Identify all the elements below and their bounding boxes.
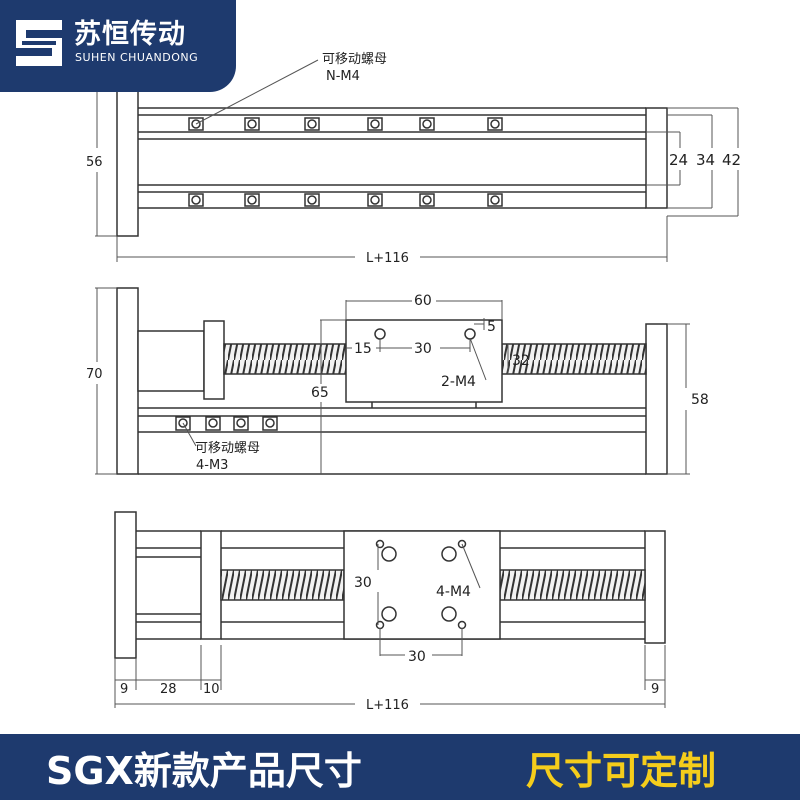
bottom-carriage	[343, 530, 501, 640]
suhen-logo-icon	[16, 20, 62, 66]
top-nut-label: 可移动螺母	[322, 52, 387, 67]
brand-name-en: SUHEN CHUANDONG	[75, 51, 199, 64]
side-dim-30: 30	[414, 341, 432, 357]
top-dim-length: L+116	[366, 251, 409, 266]
top-dim-34: 34	[696, 151, 715, 169]
top-dim-42: 42	[722, 151, 741, 169]
top-nut-spec: N-M4	[326, 69, 360, 84]
bottom-dim-length: L+116	[366, 698, 409, 713]
top-view	[116, 89, 668, 237]
side-view	[116, 287, 668, 475]
bottom-dim-30-vertical: 30	[354, 575, 372, 591]
side-dim-5: 5	[487, 319, 496, 335]
footer-custom-size: 尺寸可定制	[526, 749, 717, 793]
top-dim-56: 56	[86, 155, 103, 170]
side-lead-screw-right	[501, 343, 647, 375]
top-view-dimensions	[95, 59, 739, 262]
side-nut-label: 可移动螺母	[195, 441, 260, 456]
bottom-dim-30-horizontal: 30	[408, 649, 426, 665]
side-nuts	[175, 416, 278, 431]
bottom-view-dimensions	[114, 543, 666, 708]
brand-name-cn: 苏恒传动	[74, 19, 186, 50]
side-hole-spec: 2-M4	[441, 374, 476, 390]
side-lead-screw-left	[223, 343, 347, 375]
side-nut-spec: 4-M3	[196, 458, 228, 473]
bottom-dim-28: 28	[160, 682, 177, 697]
footer-banner: SGX新款产品尺寸 尺寸可定制	[0, 734, 800, 800]
brand-logo: 苏恒传动 SUHEN CHUANDONG	[0, 0, 236, 92]
side-dim-15: 15	[354, 341, 372, 357]
side-right-end-plate	[645, 323, 668, 475]
top-nuts-upper	[188, 117, 503, 131]
side-view-dimensions	[95, 287, 690, 475]
side-dim-65: 65	[311, 385, 329, 401]
side-dim-58: 58	[691, 392, 709, 408]
footer-product-title: SGX新款产品尺寸	[46, 749, 362, 793]
bottom-dim-10: 10	[203, 682, 220, 697]
bottom-hole-spec: 4-M4	[436, 584, 471, 600]
top-left-end-plate	[116, 89, 139, 237]
bottom-bearing-block	[200, 530, 222, 640]
bottom-lead-screw-left	[220, 569, 345, 601]
side-dim-70: 70	[86, 367, 103, 382]
bottom-right-end-plate	[644, 530, 666, 644]
side-dim-32: 32	[512, 353, 530, 369]
top-dim-24: 24	[669, 151, 688, 169]
bottom-dim-9-right: 9	[651, 682, 659, 697]
side-bearing-block	[203, 320, 225, 400]
side-dim-60: 60	[414, 293, 432, 309]
bottom-view	[114, 511, 666, 659]
bottom-dim-9-left: 9	[120, 682, 128, 697]
top-nuts-lower	[188, 193, 503, 207]
bottom-left-end-plate	[114, 511, 137, 659]
side-left-end-plate	[116, 287, 139, 475]
side-carriage	[345, 319, 503, 403]
top-right-end-plate	[645, 107, 668, 209]
side-motor-mount	[137, 330, 205, 392]
bottom-lead-screw-right	[499, 569, 646, 601]
technical-drawing: 可移动螺母 N-M4 56 24 34 42 L+116	[86, 52, 741, 713]
